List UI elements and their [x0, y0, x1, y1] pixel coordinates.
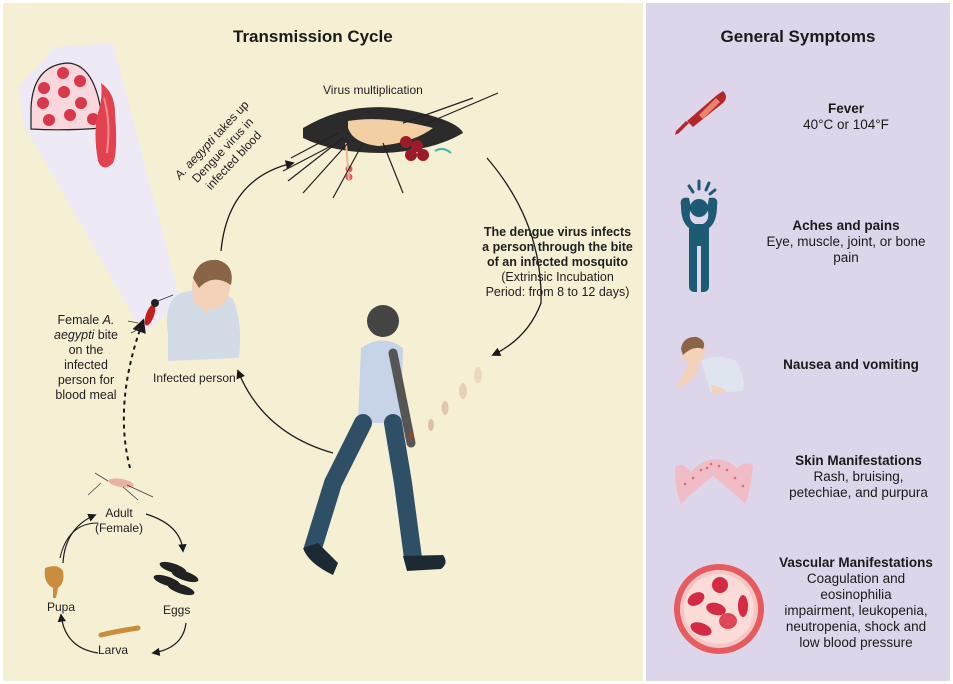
walking-person-icon [303, 305, 446, 575]
symptom-nausea: Nausea and vomiting [646, 333, 950, 403]
infected-person-label: Infected person [153, 371, 236, 385]
skin-rash-icon [675, 458, 753, 504]
transmission-cycle-panel: Transmission Cycle [3, 3, 643, 681]
eggs-stage-label: Eggs [163, 603, 191, 617]
pupa-stage-label: Pupa [47, 600, 76, 614]
head-pain-icon [680, 179, 718, 292]
biting-mosquito-icon [127, 294, 174, 334]
approaching-mosquitoes-icon [408, 367, 482, 441]
larva-icon [98, 625, 141, 638]
symptoms-title: General Symptoms [720, 27, 876, 46]
adult-stage-label: Adult (Female) [94, 506, 143, 535]
thermometer-icon [675, 91, 726, 135]
symptom-vascular: Vascular Manifestations Coagulation and … [646, 553, 950, 678]
symptom-fever: Fever 40°C or 104°F [646, 83, 950, 143]
infected-mosquito-icon [282, 92, 499, 199]
transmission-artwork [18, 43, 542, 657]
blood-zoom-icon [18, 43, 181, 333]
virus-multiplication-label: Virus multiplication [323, 83, 423, 97]
larva-stage-label: Larva [98, 643, 129, 657]
female-bite-label: Female A. aegypti bite on the infected p… [54, 313, 118, 402]
blood-vessel-icon [674, 564, 764, 654]
adult-mosquito-icon [87, 472, 154, 501]
infection-label: The dengue virus infects a person throug… [482, 225, 633, 299]
eggs-icon [153, 561, 199, 596]
nausea-person-icon [677, 336, 744, 395]
symptoms-panel: General Symptoms Fever 40°C or 104°F Ach… [646, 3, 950, 681]
transmission-title: Transmission Cycle [233, 27, 393, 46]
infected-person-icon [166, 259, 241, 361]
symptom-aches: Aches and pains Eye, muscle, joint, or b… [646, 178, 950, 298]
symptom-skin: Skin Manifestations Rash, bruising, pete… [646, 450, 950, 510]
pupa-icon [44, 566, 64, 598]
